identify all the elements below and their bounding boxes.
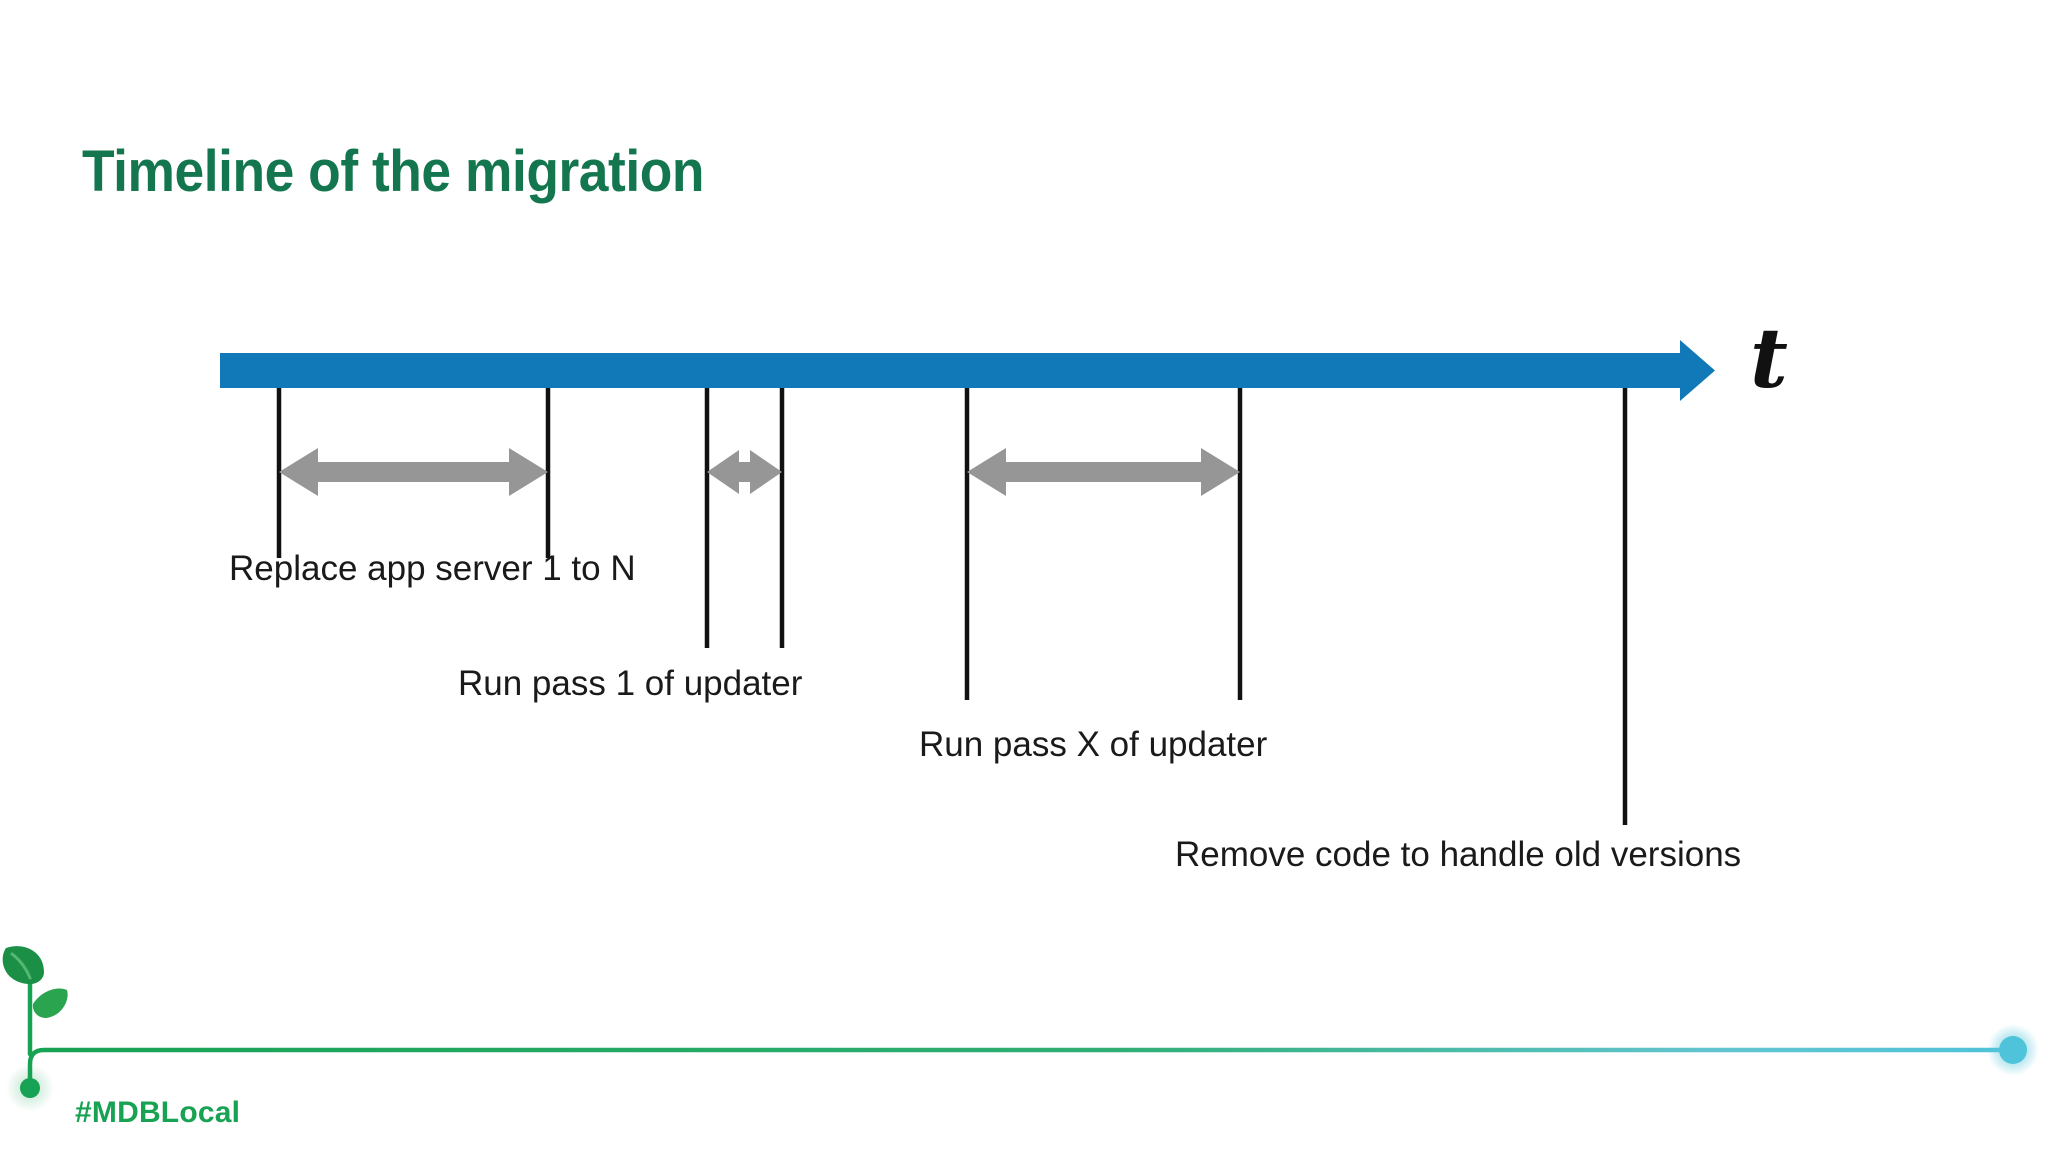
span-replace-app-server <box>279 448 548 496</box>
timeline-tick-marks <box>276 388 1628 825</box>
page-title: Timeline of the migration <box>82 139 704 204</box>
time-axis-arrow <box>220 340 1715 401</box>
caption-run-pass-1: Run pass 1 of updater <box>458 664 803 703</box>
span-run-pass-x <box>967 448 1240 496</box>
leaf-large-vein-icon <box>10 952 32 980</box>
seed-node-icon <box>20 1078 40 1098</box>
sprout-stem <box>27 1047 2008 1083</box>
span-run-pass-1 <box>707 450 782 494</box>
slide-footer <box>0 942 2048 1152</box>
caption-remove-code: Remove code to handle old versions <box>1175 835 1742 874</box>
caption-run-pass-x: Run pass X of updater <box>919 725 1268 764</box>
caption-replace-app-server: Replace app server 1 to N <box>229 549 636 588</box>
duration-spans <box>279 448 1240 496</box>
footer-hashtag: #MDBLocal <box>75 1096 241 1129</box>
time-axis-label: t <box>1750 311 1788 407</box>
vine-end-node-icon <box>1999 1036 2027 1064</box>
leaf-small-icon <box>32 988 68 1018</box>
timeline-diagram <box>220 340 1715 825</box>
